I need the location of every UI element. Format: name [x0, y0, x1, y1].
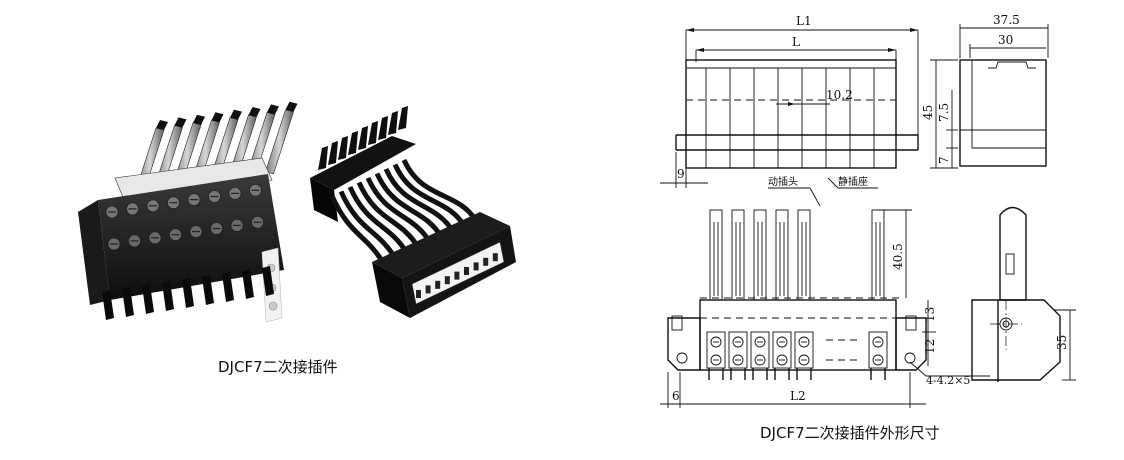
socket-slot [492, 253, 498, 262]
wire [329, 194, 387, 266]
screw-icon [754, 336, 766, 348]
dim-35: 35 [1055, 335, 1069, 350]
fin [358, 126, 368, 150]
dim-L: L [792, 35, 800, 49]
socket-slot [444, 276, 450, 285]
fin [338, 136, 348, 160]
socket-slot [454, 271, 460, 280]
socket-slot [473, 262, 479, 271]
tooth [222, 272, 234, 302]
top-view: L1 L 10.2 9 [660, 14, 919, 188]
blade-tip [230, 109, 242, 120]
dim-6: 6 [672, 389, 680, 403]
dim-45: 45 [921, 105, 935, 120]
contact-blade [753, 209, 767, 301]
screw-icon [776, 336, 788, 348]
dim-40-5: 40.5 [891, 243, 905, 270]
terminal-cell [750, 331, 770, 369]
screw-icon [754, 354, 766, 366]
terminal-cell [772, 331, 792, 369]
contact-blade [797, 209, 811, 301]
wire [383, 167, 456, 233]
fin [328, 141, 338, 165]
blade-tip [211, 112, 224, 123]
side-view-bottom: 35 [971, 206, 1076, 382]
side-view-top: 37.5 30 45 7.5 7 [921, 13, 1049, 169]
tooth [242, 269, 254, 299]
dim-L2: L2 [790, 389, 806, 403]
product-photos [78, 101, 516, 323]
wire [356, 181, 421, 250]
socket-slot [464, 267, 469, 275]
fin [368, 121, 378, 145]
blade-tip [285, 101, 298, 112]
socket-slot [425, 285, 431, 294]
tooth [182, 278, 194, 308]
screw-icon [710, 336, 722, 348]
contact-blade [871, 209, 885, 301]
fin [378, 116, 388, 140]
contact-blade [775, 209, 789, 301]
tooth [122, 287, 134, 317]
dim-13: 13 [923, 307, 937, 322]
drawing-caption: DJCF7二次接插件外形尺寸 [760, 424, 940, 442]
wire [401, 158, 479, 223]
blade-tip [193, 114, 205, 125]
wire [365, 176, 433, 244]
terminal-cell [728, 331, 748, 369]
screw-icon [732, 336, 744, 348]
front-view: 40.5 13 12 4-4.2×5 6 L2 [660, 209, 990, 408]
dim-30: 30 [998, 33, 1013, 47]
fin [388, 111, 398, 135]
screw-icon [710, 354, 722, 366]
contact-blade [731, 209, 745, 301]
terminal-block-photo [78, 101, 298, 323]
dim-12: 12 [923, 339, 937, 354]
blade-tip [174, 117, 187, 128]
dim-9: 9 [677, 167, 685, 181]
callout-static-socket: 静插座 [838, 175, 868, 188]
tooth [262, 266, 274, 296]
callouts: 动插头 静插座 [768, 175, 878, 207]
terminal-cell [794, 331, 814, 369]
tooth [202, 275, 214, 305]
dim-7-5: 7.5 [937, 103, 951, 122]
tooth [162, 281, 174, 311]
fin [318, 146, 328, 170]
screw-icon [776, 354, 788, 366]
wire [374, 172, 444, 239]
blade-tip [156, 120, 168, 130]
fin [398, 106, 408, 130]
callout-moving-plug: 动插头 [768, 175, 798, 188]
screw-icon [872, 354, 884, 366]
photo-caption: DJCF7二次接插件 [218, 358, 338, 376]
contact-blade [709, 209, 723, 301]
socket-housing-photo [310, 106, 516, 318]
wire [347, 185, 410, 255]
screw-icon [798, 354, 810, 366]
dim-holes: 4-4.2×5 [926, 374, 970, 387]
dim-7: 7 [937, 156, 951, 164]
screw-icon [872, 336, 884, 348]
dim-10-2: 10.2 [826, 88, 853, 102]
dim-37-5: 37.5 [993, 13, 1020, 27]
socket-slot [416, 290, 421, 298]
tooth [142, 284, 154, 314]
blade-tip [248, 107, 261, 117]
terminal-cell [868, 331, 888, 369]
dim-L1: L1 [796, 14, 812, 28]
fin [348, 131, 358, 155]
tooth [102, 290, 114, 320]
terminal-cell [706, 331, 726, 369]
wire [338, 190, 398, 260]
wire [392, 163, 467, 228]
screw-icon [732, 354, 744, 366]
socket-slot [435, 280, 441, 289]
screw-icon [798, 336, 810, 348]
blade-tip [267, 104, 279, 115]
socket-slot [483, 257, 489, 266]
